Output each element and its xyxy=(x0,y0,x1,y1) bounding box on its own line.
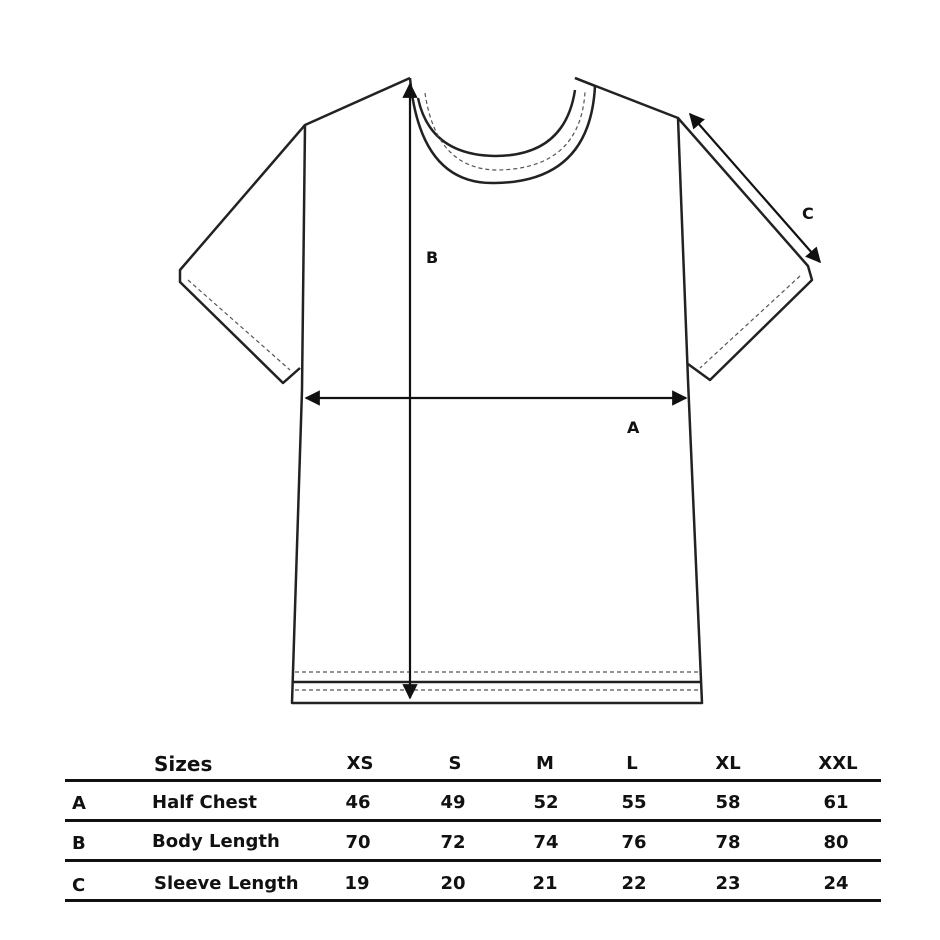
cell: 78 xyxy=(715,832,741,853)
label-c: C xyxy=(802,204,814,223)
cell: 49 xyxy=(440,792,466,813)
collar-inner xyxy=(416,89,577,158)
row-key: B xyxy=(72,833,86,854)
cell: 58 xyxy=(715,792,741,813)
cell: 21 xyxy=(532,873,558,894)
label-b: B xyxy=(426,248,439,267)
cell: 70 xyxy=(345,832,371,853)
cell: 74 xyxy=(533,832,559,853)
row-key: C xyxy=(72,875,86,896)
cell: 61 xyxy=(823,792,849,813)
cell: 55 xyxy=(621,792,647,813)
collar-outer xyxy=(408,76,597,185)
size-header: XL xyxy=(715,753,741,774)
cell: 80 xyxy=(823,832,849,853)
divider xyxy=(65,779,881,782)
divider xyxy=(65,859,881,862)
label-a: A xyxy=(627,418,640,437)
row-label: Body Length xyxy=(152,831,280,852)
row-label: Sleeve Length xyxy=(154,873,299,894)
cell: 22 xyxy=(621,873,647,894)
cell: 23 xyxy=(715,873,741,894)
row-key: A xyxy=(72,793,86,814)
arrow-c xyxy=(688,112,822,264)
cell: 72 xyxy=(440,832,466,853)
right-sleeve xyxy=(677,117,814,382)
size-header: M xyxy=(536,753,554,774)
cell: 24 xyxy=(823,873,849,894)
divider xyxy=(65,899,881,902)
row-label: Half Chest xyxy=(152,792,258,813)
tshirt-body-outline xyxy=(290,76,704,705)
left-sleeve xyxy=(178,124,306,385)
size-header: L xyxy=(626,753,638,774)
cell: 52 xyxy=(533,792,559,813)
size-header: XXL xyxy=(818,753,858,774)
tshirt-diagram xyxy=(178,76,822,705)
cell: 19 xyxy=(344,873,370,894)
header-sizes: Sizes xyxy=(154,752,213,776)
cell: 20 xyxy=(440,873,466,894)
size-header: S xyxy=(448,753,462,774)
size-header: XS xyxy=(346,753,374,774)
divider xyxy=(65,819,881,822)
cell: 46 xyxy=(345,792,371,813)
cell: 76 xyxy=(621,832,647,853)
